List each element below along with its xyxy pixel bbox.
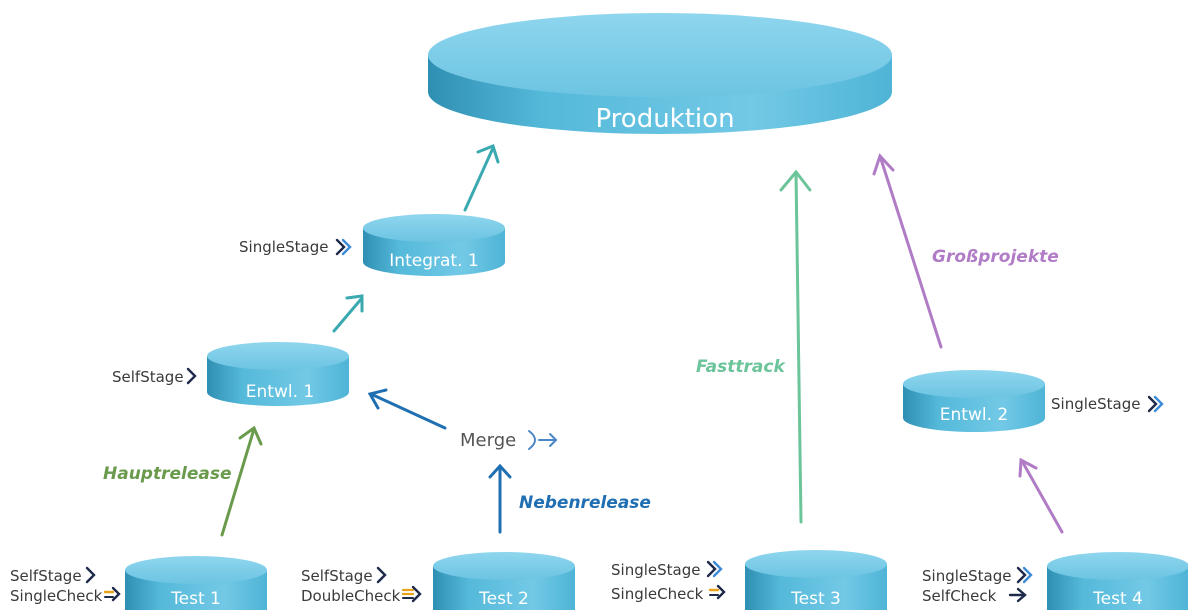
merge-icon	[528, 430, 558, 450]
merge-to-entwl1-arrow	[367, 388, 447, 430]
test4-check-label: SelfCheck	[922, 587, 997, 605]
line-arrow-right-icon	[103, 586, 121, 602]
chevron-right-icon	[85, 566, 96, 584]
grossprojekte-arrow	[872, 153, 943, 349]
double-line-arrow-right-icon	[401, 585, 422, 603]
integrat1-stage-label: SingleStage	[239, 238, 328, 256]
test4-label: Test 4	[1092, 589, 1143, 609]
integrat1-cylinder: Integrat. 1	[363, 214, 505, 276]
fasttrack-label: Fasttrack	[696, 357, 786, 377]
fasttrack-arrow	[779, 169, 812, 524]
test1-cylinder: Test 1	[125, 556, 267, 610]
double-chevron-right-icon	[335, 238, 352, 256]
produktion-label: Produktion	[595, 104, 734, 134]
line-arrow-right-icon	[708, 584, 726, 600]
chevron-right-icon	[186, 367, 197, 385]
integrat1-label: Integrat. 1	[389, 251, 478, 271]
test3-stage-label: SingleStage	[611, 561, 700, 579]
test3-cylinder: Test 3	[745, 550, 887, 610]
test3-label: Test 3	[790, 589, 841, 609]
integration-to-produktion-arrow	[463, 144, 500, 212]
entwl2-cylinder: Entwl. 2	[903, 370, 1045, 432]
test2-check-label: DoubleCheck	[301, 587, 401, 605]
merge-label: Merge	[460, 430, 516, 451]
entwl2-stage-label: SingleStage	[1051, 395, 1140, 413]
test2-cylinder: Test 2	[433, 552, 575, 610]
entwl1-cylinder: Entwl. 1	[207, 342, 349, 406]
grossprojekte-label: Großprojekte	[932, 247, 1059, 267]
nebenrelease-arrow	[488, 463, 512, 534]
arrow-right-icon	[1008, 587, 1027, 603]
produktion-cylinder: Produktion	[428, 13, 892, 134]
double-chevron-right-icon	[706, 560, 723, 578]
test4-cylinder: Test 4	[1047, 552, 1188, 610]
test2-stage-label: SelfStage	[301, 567, 373, 585]
test1-check-label: SingleCheck	[10, 587, 103, 605]
double-chevron-right-icon	[1147, 395, 1164, 413]
test2-label: Test 2	[478, 589, 529, 609]
test3-check-label: SingleCheck	[611, 585, 704, 603]
entwl1-to-integrat1-arrow	[332, 294, 364, 333]
test1-label: Test 1	[170, 589, 221, 609]
test4-to-entwl2-arrow	[1018, 457, 1064, 534]
double-chevron-right-icon	[1016, 566, 1033, 584]
test1-stage-label: SelfStage	[10, 567, 82, 585]
test4-stage-label: SingleStage	[922, 567, 1011, 585]
entwl2-label: Entwl. 2	[940, 405, 1008, 425]
entwl1-label: Entwl. 1	[246, 382, 314, 402]
hauptrelease-arrow	[220, 425, 263, 537]
hauptrelease-label: Hauptrelease	[103, 464, 232, 484]
entwl1-stage-label: SelfStage	[112, 368, 184, 386]
chevron-right-icon	[376, 566, 387, 584]
nebenrelease-label: Nebenrelease	[519, 493, 651, 513]
